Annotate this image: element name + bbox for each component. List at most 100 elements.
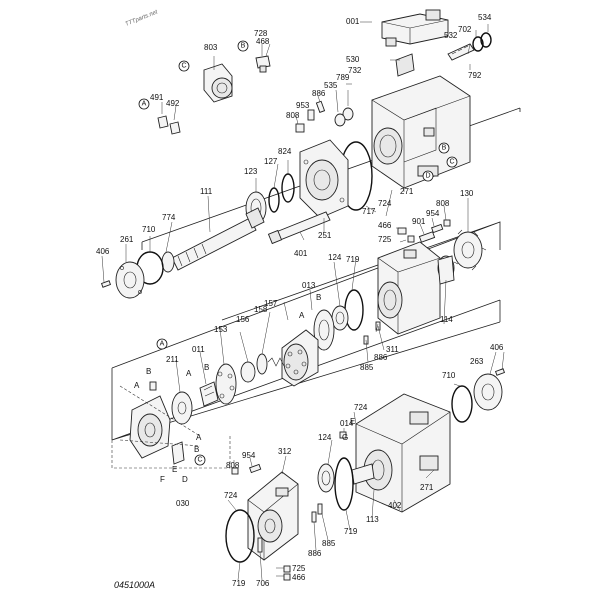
- label-312: 312: [278, 447, 292, 456]
- watermark-text: TTTparts.net: [125, 9, 159, 28]
- part-466-plug-mid: [397, 227, 407, 235]
- label-153: 153: [214, 325, 228, 334]
- part-953-screw-top: [307, 109, 315, 121]
- part-534-plug: [480, 32, 492, 48]
- callout-a-top-left: A: [138, 98, 150, 110]
- part-211-shoe-plate: [171, 391, 193, 425]
- label-letter-a-swash: A: [134, 381, 140, 390]
- label-886-top: 886: [312, 89, 326, 98]
- label-724-top: 724: [378, 199, 392, 208]
- label-127: 127: [264, 157, 278, 166]
- label-114: 114: [440, 315, 453, 324]
- part-774-oil-seal: [161, 251, 175, 273]
- label-030: 030: [176, 499, 190, 508]
- label-725-bottom: 725: [292, 564, 306, 573]
- label-953: 953: [296, 101, 310, 110]
- svg-text:D: D: [425, 173, 430, 180]
- label-885-lower: 885: [322, 539, 336, 548]
- label-710-lower: 710: [442, 371, 456, 380]
- label-113: 113: [366, 515, 379, 524]
- part-886-pin-top: [315, 100, 326, 113]
- label-013: 013: [302, 281, 316, 290]
- label-717: 717: [362, 207, 376, 216]
- label-letter-b-swash: B: [146, 367, 151, 376]
- label-263: 263: [470, 357, 484, 366]
- label-901: 901: [412, 217, 426, 226]
- part-824-snap-ring: [281, 173, 295, 203]
- part-808-nut-lower: [231, 467, 239, 475]
- part-158-spacer: [256, 353, 268, 375]
- part-803-sensor: [203, 63, 233, 103]
- part-954-screw-mid: [431, 223, 444, 234]
- part-130-gear: [453, 229, 487, 271]
- part-156-spherical-bush: [240, 361, 256, 383]
- label-406-top: 406: [96, 247, 110, 256]
- label-466-mid: 466: [378, 221, 392, 230]
- label-letter-g: E: [172, 465, 177, 474]
- callout-c-casing: C: [446, 156, 458, 168]
- part-954-screw-lower: [249, 463, 262, 474]
- part-013-cylinder-plate: [313, 309, 335, 351]
- part-406-bolt-lower: [494, 368, 506, 376]
- label-491: 491: [150, 93, 164, 102]
- part-111-drive-shaft: [171, 207, 265, 271]
- part-011-piston-assembly: [199, 381, 219, 407]
- part-710-oring-lower: [451, 385, 473, 423]
- label-719-mid: 719: [346, 255, 360, 264]
- label-211: 211: [166, 355, 179, 364]
- part-014-pin: [339, 431, 347, 439]
- label-466-bottom: 466: [292, 573, 306, 582]
- label-311: 311: [386, 345, 399, 354]
- part-swash-plate: [129, 395, 171, 459]
- label-530: 530: [346, 55, 360, 64]
- part-312-valve-block: [247, 471, 299, 561]
- label-letter-a-011: B: [204, 363, 209, 372]
- label-789: 789: [336, 73, 350, 82]
- part-789-part: [342, 107, 354, 121]
- svg-text:C: C: [449, 159, 454, 166]
- label-885-mid: 885: [360, 363, 374, 372]
- label-406-lower: 406: [490, 343, 504, 352]
- part-114-spline-coupling: [437, 255, 455, 285]
- label-532: 532: [444, 31, 458, 40]
- part-271-pump-casing-top: [371, 53, 471, 189]
- part-swash-pin: [149, 381, 157, 391]
- part-725-oring-mid: [407, 235, 415, 243]
- label-954-mid: 954: [426, 209, 440, 218]
- svg-text:B: B: [442, 145, 447, 152]
- label-792: 792: [468, 71, 482, 80]
- label-124-mid: 124: [328, 253, 342, 262]
- label-710-top: 710: [142, 225, 156, 234]
- middle-section-frame: [111, 221, 501, 386]
- part-901-eye-bolt: [418, 231, 436, 243]
- part-401-bolt: [267, 211, 331, 245]
- label-271-top: 271: [400, 187, 414, 196]
- label-letter-b-013: B: [316, 293, 321, 302]
- label-886-lower: 886: [308, 549, 322, 558]
- callout-a-swash: A: [156, 338, 168, 350]
- label-808-mid: 808: [436, 199, 450, 208]
- svg-text:C: C: [197, 457, 202, 464]
- label-letter-b-014: E: [350, 417, 355, 426]
- part-725-plug-bottom: [283, 565, 291, 573]
- part-466-plug-bottom: [283, 573, 291, 581]
- label-261: 261: [120, 235, 134, 244]
- label-468-top: 468: [256, 37, 270, 46]
- guide-line-swash: [119, 385, 201, 447]
- label-letter-b-011: A: [186, 369, 192, 378]
- guide-line-box: [111, 436, 231, 469]
- label-492: 492: [166, 99, 180, 108]
- label-251: 251: [318, 231, 332, 240]
- callout-c-swash: C: [194, 454, 206, 466]
- part-492-oring: [169, 121, 181, 135]
- callout-b-casing: B: [438, 142, 450, 154]
- part-124-roller-bearing-mid: [331, 305, 349, 331]
- part-271-pump-casing-middle: [377, 241, 441, 335]
- label-719-lower: 719: [344, 527, 358, 536]
- label-158: 158: [254, 305, 268, 314]
- label-letter-e-bottom: D: [182, 475, 188, 484]
- label-111: 111: [200, 187, 213, 196]
- label-011: 011: [192, 345, 205, 354]
